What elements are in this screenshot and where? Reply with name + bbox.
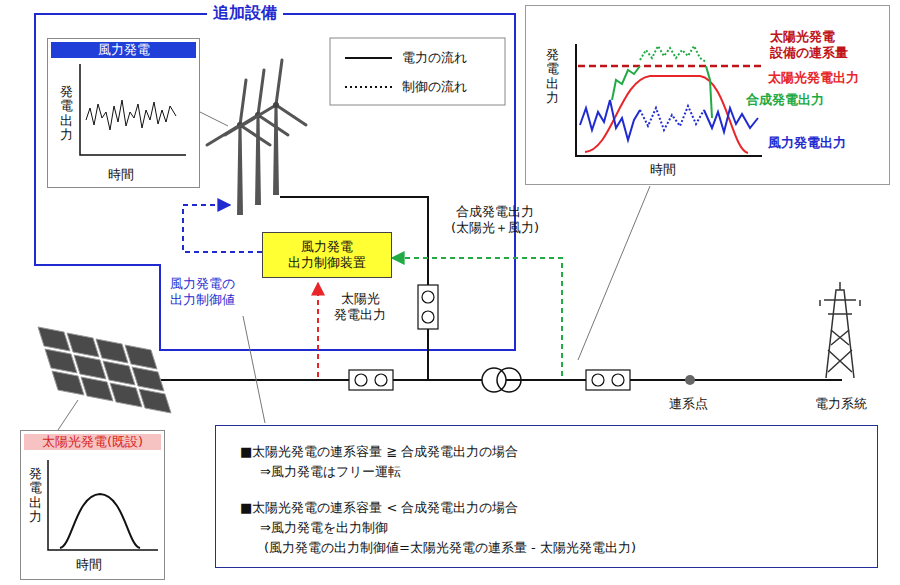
signal-label: 風力発電の 出力制御値: [170, 276, 256, 309]
solar-panel-cell: [52, 371, 84, 395]
solar-panel-cell: [125, 345, 157, 369]
axis-label: 時間: [76, 557, 102, 573]
legend-text: 電力の流れ: [402, 50, 467, 66]
solar-panel-cell: [132, 367, 164, 391]
solar-panel-cell: [103, 361, 135, 385]
condition-box: ■太陽光発電の連系容量 ≧ 合成発電出力の場合 ⇒風力発電はフリー運転 ■太陽光発電…: [215, 425, 878, 568]
condition-text: ■太陽光発電の連系容量 ≧ 合成発電出力の場合: [240, 444, 518, 460]
solar-panel-cell: [81, 377, 113, 401]
condition-text: ⇒風力発電はフリー運転: [260, 464, 401, 480]
controller-box: 風力発電 出力制御装置: [262, 232, 392, 278]
inset-header: 太陽光発電(既設): [24, 434, 161, 450]
legend-text: 制御の流れ: [402, 79, 467, 95]
solar-panel-cell: [110, 383, 142, 407]
legend-line: [345, 57, 392, 59]
inset-header: 風力発電: [51, 42, 196, 58]
axis-label: 発電出力: [546, 48, 559, 105]
signal-label: 太陽光 発電出力: [328, 291, 392, 324]
series-label: 風力発電出力: [768, 135, 846, 151]
chart-panel: 発電出力時間: [525, 5, 890, 185]
controller-text: 風力発電 出力制御装置: [263, 233, 391, 277]
point-label: 電力系統: [815, 396, 867, 412]
condition-text: ■太陽光発電の連系容量 < 合成発電出力の場合: [240, 500, 518, 516]
solar-panel-cell: [139, 389, 171, 413]
solar-panel-cell: [38, 327, 70, 351]
series-label: 太陽光発電 設備の連系量: [770, 29, 880, 62]
series-label: 合成発電出力: [746, 92, 824, 108]
condition-text: ⇒風力発電を出力制御: [260, 520, 388, 536]
axis-label: 時間: [108, 167, 134, 183]
solar-panel-cell: [74, 355, 106, 379]
signal-label: 合成発電出力 (太陽光＋風力): [440, 204, 550, 237]
solar-panel-cell: [45, 349, 77, 373]
legend-line: [345, 86, 392, 88]
solar-panel-cell: [67, 333, 99, 357]
region-title: 追加設備: [207, 3, 283, 23]
solar-panel-cell: [96, 339, 128, 363]
wind-inset: 風力発電発電出力時間: [47, 38, 200, 188]
series-label: 太陽光発電出力: [768, 70, 859, 86]
axis-label: 時間: [650, 162, 676, 178]
solar-inset: 太陽光発電(既設) 発電出力時間: [20, 430, 165, 580]
axis-label: 発電出力: [60, 85, 73, 142]
axis-label: 発電出力: [29, 467, 42, 524]
condition-text: (風力発電の出力制御値=太陽光発電の連系量 - 太陽光発電出力): [264, 540, 636, 556]
point-label: 連系点: [669, 396, 708, 412]
